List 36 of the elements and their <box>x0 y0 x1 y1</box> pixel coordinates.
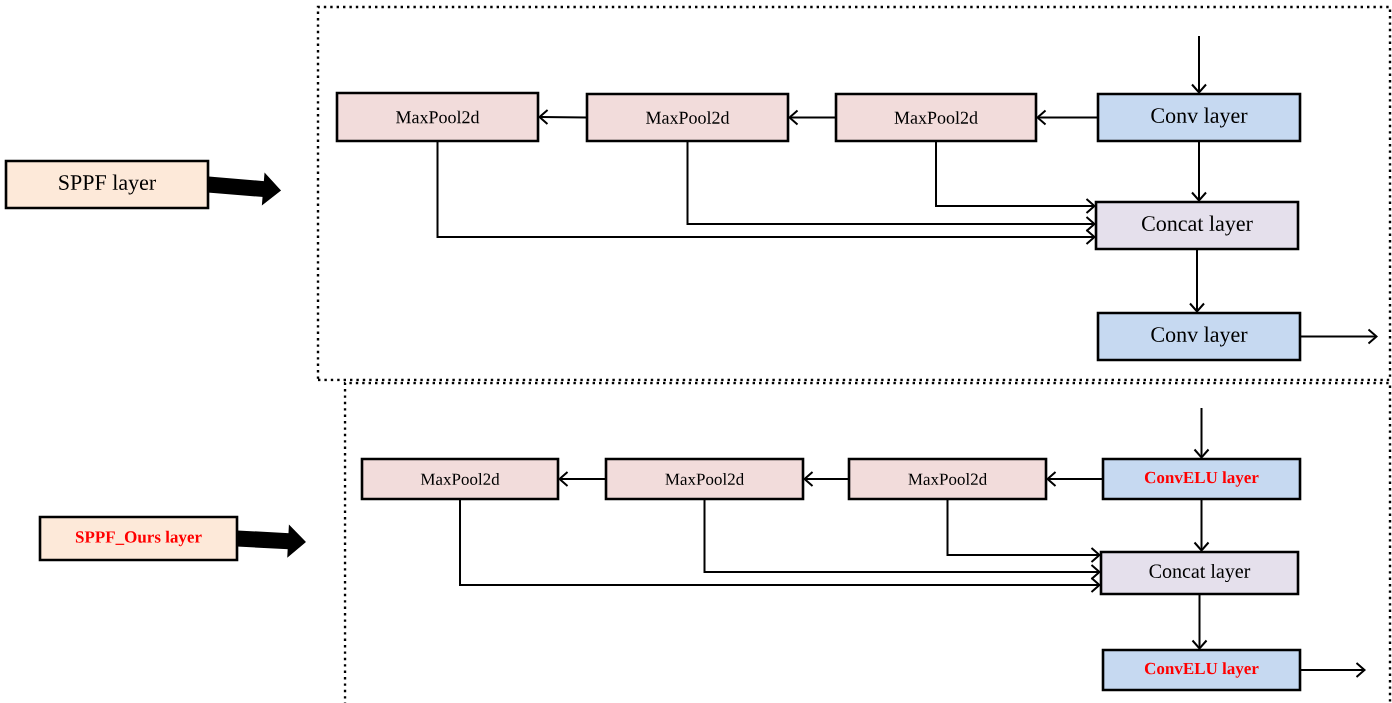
arrow <box>935 140 1096 214</box>
arrow <box>1191 35 1207 94</box>
arrow <box>1191 593 1208 650</box>
maxpool-box: MaxPool2d <box>585 92 790 143</box>
arrow <box>703 498 1101 580</box>
arrow <box>1299 328 1378 345</box>
dotted-frame <box>343 381 1392 703</box>
conv-box: Conv layer <box>1096 92 1302 143</box>
arrow <box>1299 662 1366 678</box>
arrow <box>436 140 1096 245</box>
arrow <box>1036 109 1099 126</box>
dotted-frame <box>316 5 1392 382</box>
module-box: SPPF layer <box>4 159 210 210</box>
arrow <box>558 471 607 487</box>
concat-box: Concat layer <box>1099 550 1300 596</box>
arrow <box>1189 248 1205 313</box>
conv-box: ConvELU layer <box>1101 648 1302 692</box>
maxpool-box: MaxPool2d <box>604 457 805 501</box>
maxpool-box: MaxPool2d <box>834 92 1038 143</box>
maxpool-box: MaxPool2d <box>847 457 1048 501</box>
arrow <box>686 140 1096 232</box>
arrow <box>1193 407 1210 459</box>
maxpool-box: MaxPool2d <box>360 457 560 501</box>
conv-box: ConvELU layer <box>1101 457 1302 501</box>
arrow <box>538 109 588 126</box>
arrow <box>1191 140 1207 202</box>
arrow <box>1193 498 1210 552</box>
arrow <box>788 109 837 126</box>
arrow <box>803 471 850 487</box>
maxpool-box: MaxPool2d <box>335 91 540 143</box>
concat-box: Concat layer <box>1094 200 1300 251</box>
arrow <box>459 498 1101 593</box>
conv-box: Conv layer <box>1096 311 1302 362</box>
arrow <box>946 498 1101 563</box>
arrow <box>1046 471 1104 487</box>
module-box: SPPF_Ours layer <box>38 515 239 562</box>
